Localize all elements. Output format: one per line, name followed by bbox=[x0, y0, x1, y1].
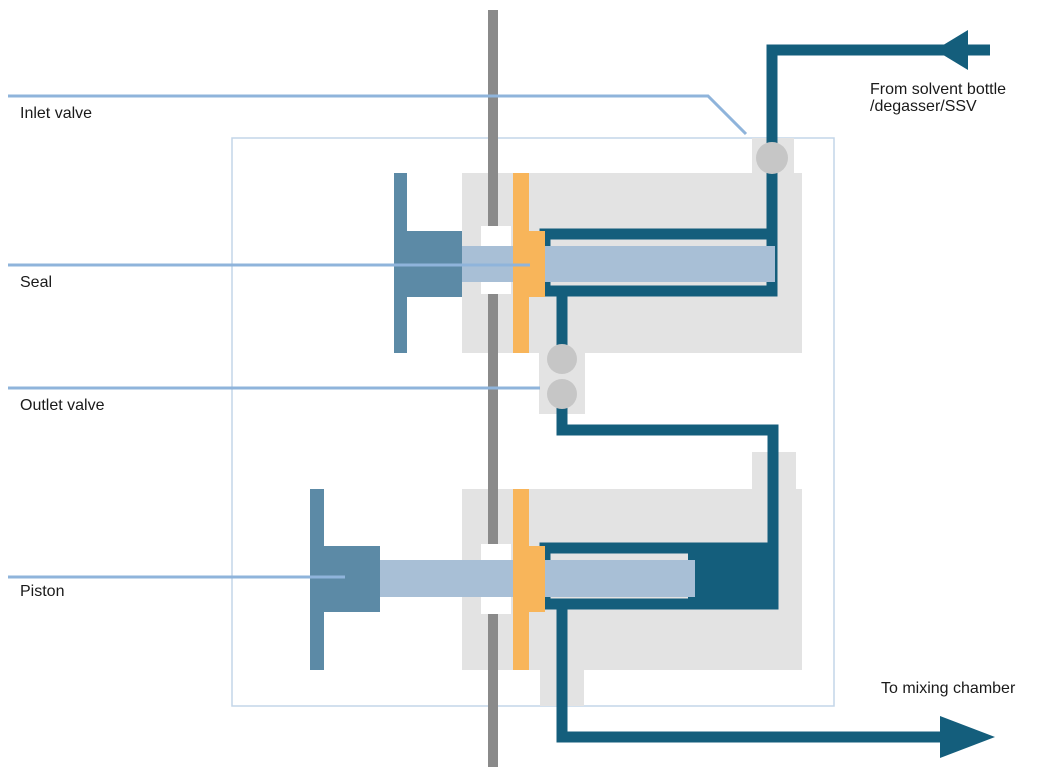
leader-lines bbox=[8, 94, 748, 579]
outlet-arrowhead bbox=[940, 716, 995, 758]
inlet-valve-label: Inlet valve bbox=[20, 105, 93, 122]
to-mixing-chamber-label: To mixing chamber bbox=[881, 680, 1016, 697]
pump-housing-outline bbox=[231, 137, 835, 707]
piston-label: Piston bbox=[20, 583, 65, 600]
outlet-valve-ball-upper bbox=[547, 344, 577, 374]
inlet-flow-path bbox=[766, 44, 990, 160]
lower-seal bbox=[513, 489, 545, 670]
transfer-flow-path bbox=[556, 291, 779, 548]
lower-chamber-fill bbox=[688, 548, 773, 604]
inlet-arrowhead bbox=[935, 30, 968, 70]
outlet-flow-path bbox=[556, 604, 950, 743]
outlet-valve-label: Outlet valve bbox=[20, 397, 105, 414]
lower-piston-head-block bbox=[310, 546, 380, 612]
inlet-valve-leader bbox=[8, 94, 748, 136]
outlet-valve-ball-lower bbox=[547, 379, 577, 409]
seal-label: Seal bbox=[20, 274, 53, 291]
from-source-label-line1: From solvent bottle bbox=[870, 81, 1007, 98]
from-source-label-line2: /degasser/SSV bbox=[870, 98, 977, 115]
inlet-valve-ball bbox=[756, 142, 788, 174]
